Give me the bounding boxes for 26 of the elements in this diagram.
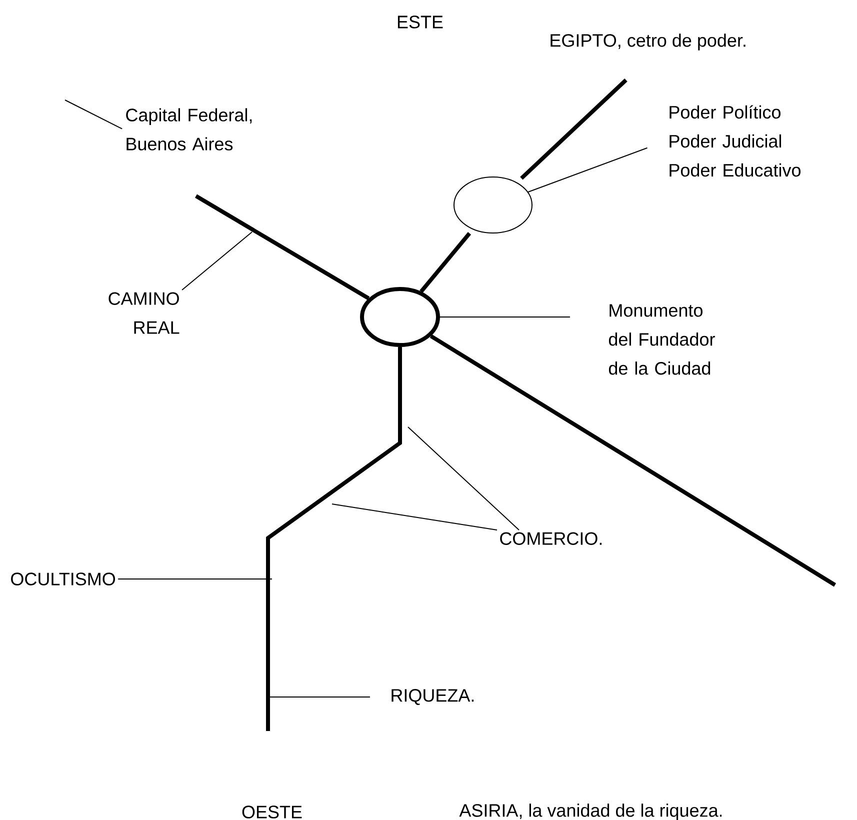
text-label: ASIRIA, la vanidad de la riqueza. bbox=[459, 804, 722, 820]
road bbox=[430, 334, 836, 587]
leader-line bbox=[64, 100, 123, 130]
leader-line bbox=[408, 426, 520, 530]
ellipse bbox=[454, 176, 532, 234]
leader-line bbox=[270, 696, 370, 698]
text-label: EGIPTO, cetro de poder. bbox=[550, 34, 746, 50]
text-label: OCULTISMO bbox=[11, 572, 116, 586]
text-label: Capital Federal, Buenos Aires bbox=[126, 108, 252, 150]
road bbox=[194, 194, 370, 300]
leader-line bbox=[182, 232, 252, 290]
text-label: CAMINO REAL bbox=[108, 292, 180, 334]
text-label: Poder Político Poder Judicial Poder Educativo bbox=[670, 105, 800, 177]
text-label: COMERCIO. bbox=[500, 532, 602, 545]
text-label: OESTE bbox=[242, 806, 302, 818]
leader-line bbox=[528, 147, 648, 192]
text-label: RIQUEZA. bbox=[392, 689, 474, 705]
leader-line bbox=[118, 578, 272, 580]
road bbox=[420, 232, 472, 293]
road bbox=[520, 78, 628, 180]
text-label: ESTE bbox=[398, 16, 443, 28]
ellipse bbox=[360, 287, 440, 347]
leader-line bbox=[440, 316, 570, 318]
road bbox=[266, 347, 402, 731]
text-label: Monumento del Fundador de la Ciudad bbox=[608, 304, 715, 375]
leader-line bbox=[332, 504, 498, 530]
